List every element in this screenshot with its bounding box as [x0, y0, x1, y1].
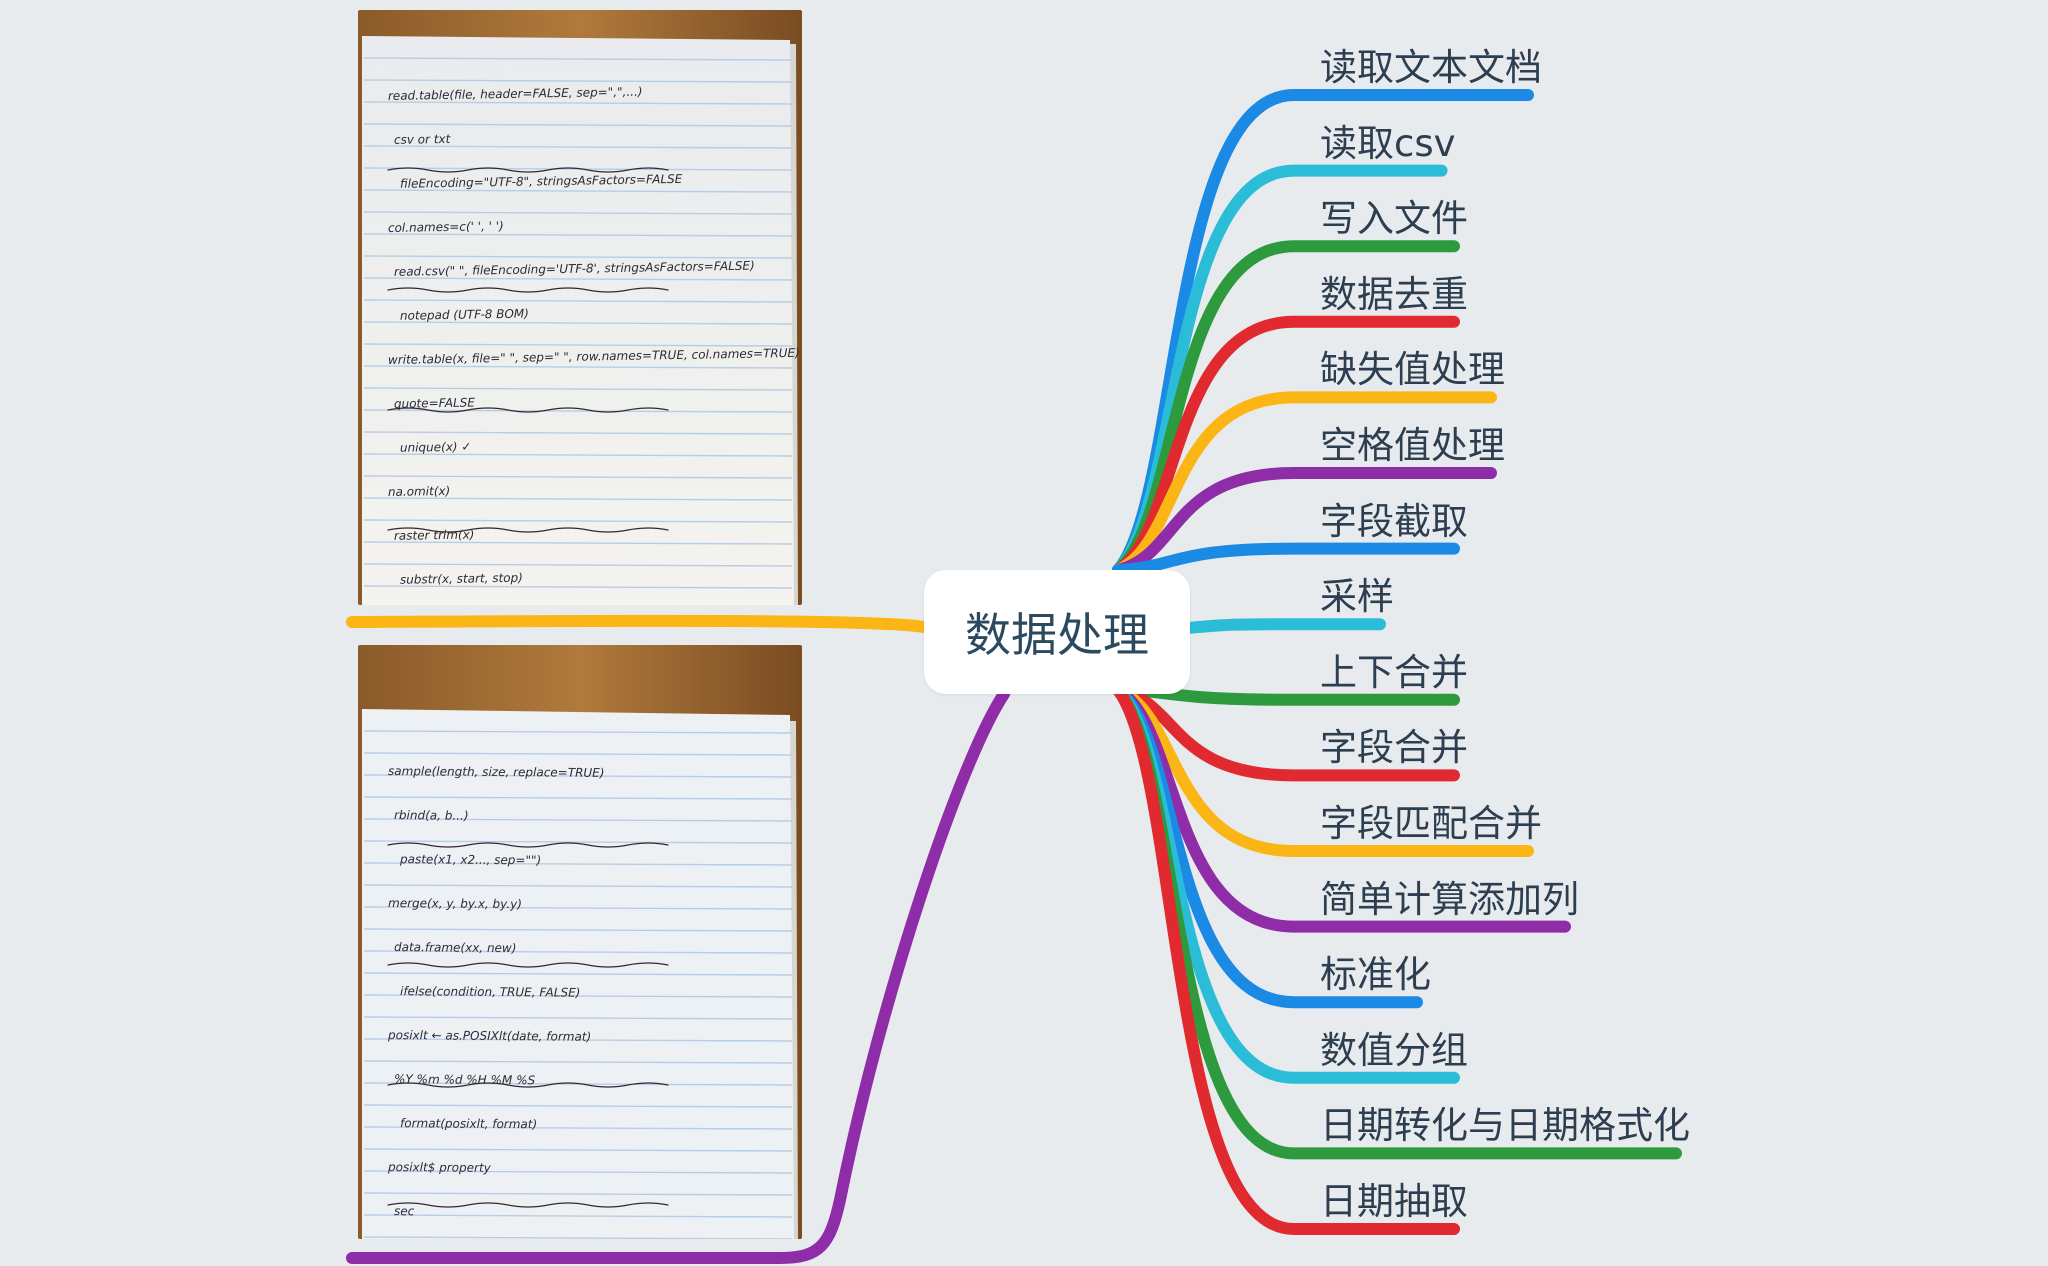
handwritten-line: paste(x1, x2..., sep="") [399, 852, 541, 867]
branch-label-7[interactable]: 字段截取 [1320, 499, 1468, 543]
handwritten-line: format(posixlt, format) [400, 1116, 537, 1131]
handwritten-line: read.csv(" ", fileEncoding='UTF-8', stri… [394, 259, 755, 279]
handwritten-line: data.frame(xx, new) [394, 940, 517, 955]
handwritten-line: col.names=c(' ', ' ') [388, 219, 504, 235]
pen-stroke [387, 1082, 669, 1088]
branch-label-4[interactable]: 数据去重 [1320, 272, 1468, 316]
handwritten-line: sample(length, size, replace=TRUE) [388, 764, 605, 780]
branch-label-13[interactable]: 标准化 [1320, 953, 1431, 997]
handwritten-line: ifelse(condition, TRUE, FALSE) [400, 984, 580, 1000]
handwritten-line: posixlt$ property [387, 1160, 492, 1175]
branch-label-6[interactable]: 空格值处理 [1320, 424, 1505, 467]
pen-stroke [387, 527, 669, 533]
handwritten-line: fileEncoding="UTF-8", stringsAsFactors=F… [400, 172, 683, 191]
handwritten-line: posixlt ← as.POSIXlt(date, format) [387, 1028, 591, 1044]
branch-label-10[interactable]: 字段合并 [1320, 726, 1468, 770]
pen-stroke [387, 407, 669, 413]
handwritten-line: merge(x, y, by.x, by.y) [388, 896, 522, 911]
handwritten-line: read.table(file, header=FALSE, sep=",",.… [388, 85, 643, 103]
branch-line-8 [1182, 618, 1386, 634]
notes-photo-bottom: sample(length, size, replace=TRUE) rbind(… [358, 645, 802, 1239]
pen-stroke [387, 287, 669, 293]
handwritten-line: sec [394, 1204, 415, 1218]
pen-stroke [387, 1202, 669, 1208]
notes-photo-top: read.table(file, header=FALSE, sep=",",.… [358, 10, 802, 605]
left-branch-lines [346, 614, 1010, 1264]
central-topic[interactable]: 数据处理 [924, 570, 1190, 694]
branch-label-1[interactable]: 读取文本文档 [1320, 46, 1542, 89]
handwritten-line: quote=FALSE [394, 395, 476, 410]
pen-stroke [387, 962, 669, 968]
branch-label-16[interactable]: 日期抽取 [1320, 1180, 1468, 1223]
left-branch-line-top [346, 614, 930, 633]
handwritten-line: na.omit(x) [388, 484, 451, 499]
branch-label-3[interactable]: 写入文件 [1320, 197, 1468, 241]
pen-stroke [387, 167, 669, 173]
pen-stroke [387, 842, 669, 848]
branch-label-9[interactable]: 上下合并 [1320, 650, 1468, 694]
branch-label-11[interactable]: 字段匹配合并 [1320, 802, 1542, 845]
branch-label-14[interactable]: 数值分组 [1320, 1028, 1468, 1072]
branch-line-16 [1112, 684, 1460, 1235]
handwritten-line: unique(x) ✓ [400, 440, 472, 455]
branch-label-8[interactable]: 采样 [1320, 575, 1394, 619]
branch-label-12[interactable]: 简单计算添加列 [1320, 877, 1579, 921]
handwritten-line: csv or txt [394, 132, 452, 147]
right-branch-lines [1112, 89, 1682, 1235]
handwritten-line: substr(x, start, stop) [400, 571, 523, 587]
branch-line-6 [1112, 467, 1497, 576]
handwritten-line: rbind(a, b...) [394, 808, 469, 823]
handwritten-line: notepad (UTF-8 BOM) [400, 307, 529, 323]
handwritten-line: raster trim(x) [394, 527, 475, 542]
branch-label-2[interactable]: 读取csv [1320, 121, 1456, 165]
branch-line-7 [1112, 542, 1460, 576]
notebook-page-image: sample(length, size, replace=TRUE) rbind(… [358, 645, 802, 1239]
central-topic-label: 数据处理 [965, 608, 1149, 662]
branch-label-15[interactable]: 日期转化与日期格式化 [1320, 1104, 1690, 1148]
branch-line-5 [1112, 391, 1497, 576]
branch-label-5[interactable]: 缺失值处理 [1320, 348, 1505, 392]
notebook-page-image: read.table(file, header=FALSE, sep=",",.… [358, 10, 802, 605]
left-branch-line-bottom [346, 688, 1010, 1264]
